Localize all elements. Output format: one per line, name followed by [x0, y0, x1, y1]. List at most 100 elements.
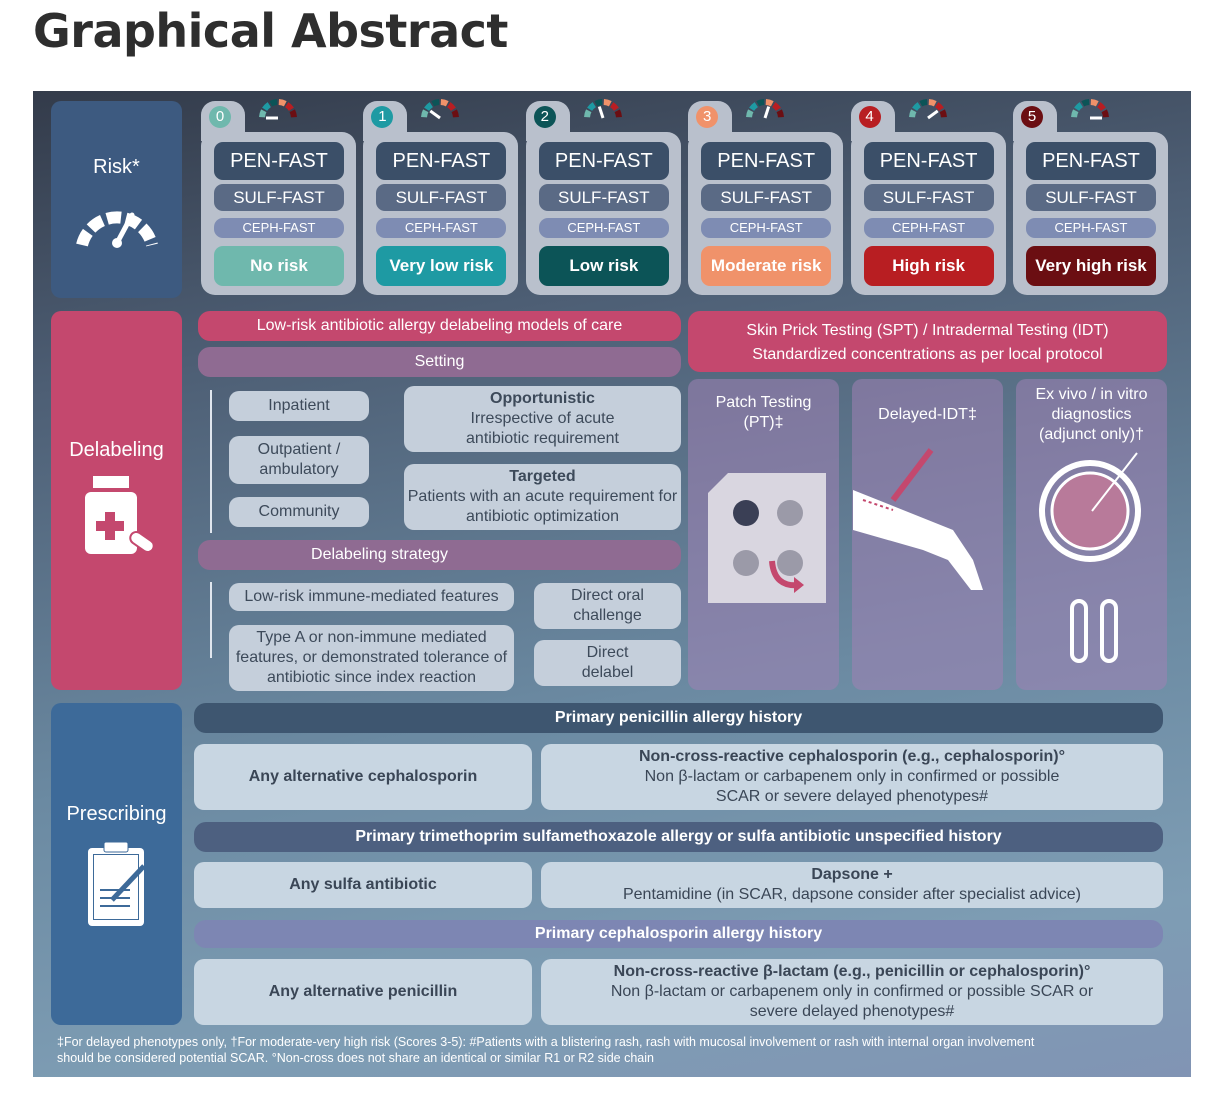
delayed-idt-panel: Delayed-IDT‡ — [852, 379, 1003, 690]
sulf-fast-label: SULF-FAST — [701, 184, 832, 211]
strategy-header: Delabeling strategy — [198, 540, 681, 570]
clipboard-prescription-icon — [87, 841, 146, 926]
risk-level-badge: High risk — [863, 246, 994, 286]
penicillin-alternative: Any alternative cephalosporin — [194, 744, 532, 810]
risk-card-3: PEN-FAST SULF-FAST CEPH-FAST Moderate ri… — [688, 132, 844, 295]
opportunistic-title: Opportunistic — [490, 390, 595, 407]
risk-score: 2 — [533, 106, 556, 128]
cephalosporin-non-cross: Non-cross-reactive β-lactam (e.g., penic… — [541, 959, 1163, 1025]
sulf-fast-label: SULF-FAST — [1026, 184, 1156, 211]
page-title: Graphical Abstract — [33, 4, 508, 58]
models-of-care-header: Low-risk antibiotic allergy delabeling m… — [198, 311, 681, 341]
sulfa-dapsone: Dapsone + — [811, 866, 893, 883]
footnote-line-2: should be considered potential SCAR. °No… — [57, 1051, 654, 1065]
risk-gauge-icon — [1071, 99, 1109, 120]
sulf-fast-label: SULF-FAST — [538, 184, 669, 211]
low-risk-features: Low-risk immune-mediated features — [229, 583, 514, 611]
direct-delabel: Direct delabel — [534, 640, 681, 686]
ceph-fast-label: CEPH-FAST — [214, 218, 344, 238]
targeted-title: Targeted — [509, 468, 576, 485]
cephalosporin-non-cross-text: Non β-lactam or carbapenem only in confi… — [610, 983, 1094, 1020]
risk-score: 3 — [696, 106, 719, 128]
sulfa-alternative: Any sulfa antibiotic — [194, 862, 532, 908]
risk-card-2: PEN-FAST SULF-FAST CEPH-FAST Low risk — [525, 132, 681, 295]
cephalosporin-header: Primary cephalosporin allergy history — [194, 920, 1163, 948]
skin-testing-box: Skin Prick Testing (SPT) / Intradermal T… — [688, 311, 1167, 372]
strategy-arrow — [210, 582, 212, 658]
ceph-fast-label: CEPH-FAST — [863, 218, 994, 238]
adjunct-label: (adjunct only)† — [1039, 426, 1144, 443]
type-a-features: Type A or non-immune mediated features, … — [229, 625, 514, 691]
gauge-icon — [75, 211, 158, 248]
ceph-fast-label: CEPH-FAST — [701, 218, 832, 238]
delayed-idt-label: Delayed-IDT‡ — [878, 406, 977, 423]
risk-level-badge: Very high risk — [1026, 246, 1156, 286]
ex-vivo-panel: Ex vivo / in vitro diagnostics (adjunct … — [1016, 379, 1167, 690]
risk-score: 0 — [209, 106, 231, 128]
delabeling-tile: Delabeling — [51, 311, 182, 690]
penicillin-non-cross-title: Non-cross-reactive cephalosporin (e.g., … — [638, 748, 1066, 765]
setting-arrow — [210, 390, 212, 533]
ex-vivo-label: Ex vivo / in vitro diagnostics — [1035, 386, 1148, 423]
risk-card-4: PEN-FAST SULF-FAST CEPH-FAST High risk — [850, 132, 1006, 295]
risk-card-5: PEN-FAST SULF-FAST CEPH-FAST Very high r… — [1013, 132, 1168, 295]
risk-gauge-icon — [259, 99, 297, 120]
cephalosporin-alternative: Any alternative penicillin — [194, 959, 532, 1025]
pen-fast-label: PEN-FAST — [538, 142, 669, 180]
skin-testing-title: Skin Prick Testing (SPT) / Intradermal T… — [746, 322, 1109, 339]
sulfa-pentamidine: Pentamidine (in SCAR, dapsone consider a… — [622, 886, 1081, 903]
opportunistic-text: Irrespective of acute antibiotic require… — [466, 410, 619, 447]
patch-testing-panel: Patch Testing (PT)‡ — [688, 379, 839, 690]
risk-tile: Risk* — [51, 101, 182, 298]
arm-injection-icon — [852, 448, 983, 590]
risk-gauge-icon — [583, 99, 622, 119]
skin-testing-text: Standardized concentrations as per local… — [752, 346, 1103, 363]
patch-test-icon — [708, 473, 826, 603]
prescribing-tile: Prescribing — [51, 703, 182, 1025]
risk-gauge-icon — [908, 99, 947, 120]
sulf-fast-label: SULF-FAST — [214, 184, 344, 211]
risk-card-1: PEN-FAST SULF-FAST CEPH-FAST Very low ri… — [363, 132, 519, 295]
medicine-bottle-icon — [84, 476, 155, 554]
footnote-line-1: ‡For delayed phenotypes only, †For moder… — [57, 1035, 1035, 1049]
pen-fast-label: PEN-FAST — [701, 142, 832, 180]
risk-score: 5 — [1021, 106, 1043, 128]
direct-oral-challenge: Direct oral challenge — [534, 583, 681, 629]
risk-gauge-icon — [421, 99, 460, 120]
penicillin-non-cross: Non-cross-reactive cephalosporin (e.g., … — [541, 744, 1163, 810]
sulf-fast-label: SULF-FAST — [863, 184, 994, 211]
petri-dish-and-test-tubes-icon — [1038, 452, 1141, 663]
setting-outpatient: Outpatient / ambulatory — [229, 436, 369, 484]
ceph-fast-label: CEPH-FAST — [538, 218, 669, 238]
risk-score: 1 — [371, 106, 394, 128]
risk-level-badge: Low risk — [538, 246, 669, 286]
setting-inpatient: Inpatient — [229, 391, 369, 421]
patch-testing-label: Patch Testing (PT)‡ — [715, 394, 812, 431]
risk-label: Risk* — [93, 156, 140, 178]
risk-score: 4 — [858, 106, 881, 128]
sulf-fast-label: SULF-FAST — [376, 184, 507, 211]
pen-fast-label: PEN-FAST — [376, 142, 507, 180]
footnotes: ‡For delayed phenotypes only, †For moder… — [57, 1034, 1177, 1066]
ceph-fast-label: CEPH-FAST — [1026, 218, 1156, 238]
penicillin-header: Primary penicillin allergy history — [194, 703, 1163, 733]
cephalosporin-non-cross-title: Non-cross-reactive β-lactam (e.g., penic… — [613, 963, 1091, 980]
risk-level-badge: Very low risk — [376, 246, 507, 286]
sulfa-header: Primary trimethoprim sulfamethoxazole al… — [194, 822, 1163, 852]
pen-fast-label: PEN-FAST — [214, 142, 344, 180]
pen-fast-label: PEN-FAST — [1026, 142, 1156, 180]
targeted-text: Patients with an acute requirement for a… — [407, 488, 678, 525]
prescribing-label: Prescribing — [66, 803, 167, 825]
setting-header: Setting — [198, 347, 681, 377]
delabeling-label: Delabeling — [69, 439, 164, 461]
pen-fast-label: PEN-FAST — [863, 142, 994, 180]
sulfa-options: Dapsone + Pentamidine (in SCAR, dapsone … — [541, 862, 1163, 908]
targeted-box: Targeted Patients with an acute requirem… — [404, 464, 681, 530]
risk-card-0: PEN-FAST SULF-FAST CEPH-FAST No risk — [201, 132, 356, 295]
ceph-fast-label: CEPH-FAST — [376, 218, 507, 238]
opportunistic-box: Opportunistic Irrespective of acute anti… — [404, 386, 681, 452]
risk-gauge-icon — [746, 99, 785, 119]
setting-community: Community — [229, 497, 369, 527]
penicillin-non-cross-text: Non β-lactam or carbapenem only in confi… — [644, 768, 1060, 805]
risk-level-badge: No risk — [214, 246, 344, 286]
